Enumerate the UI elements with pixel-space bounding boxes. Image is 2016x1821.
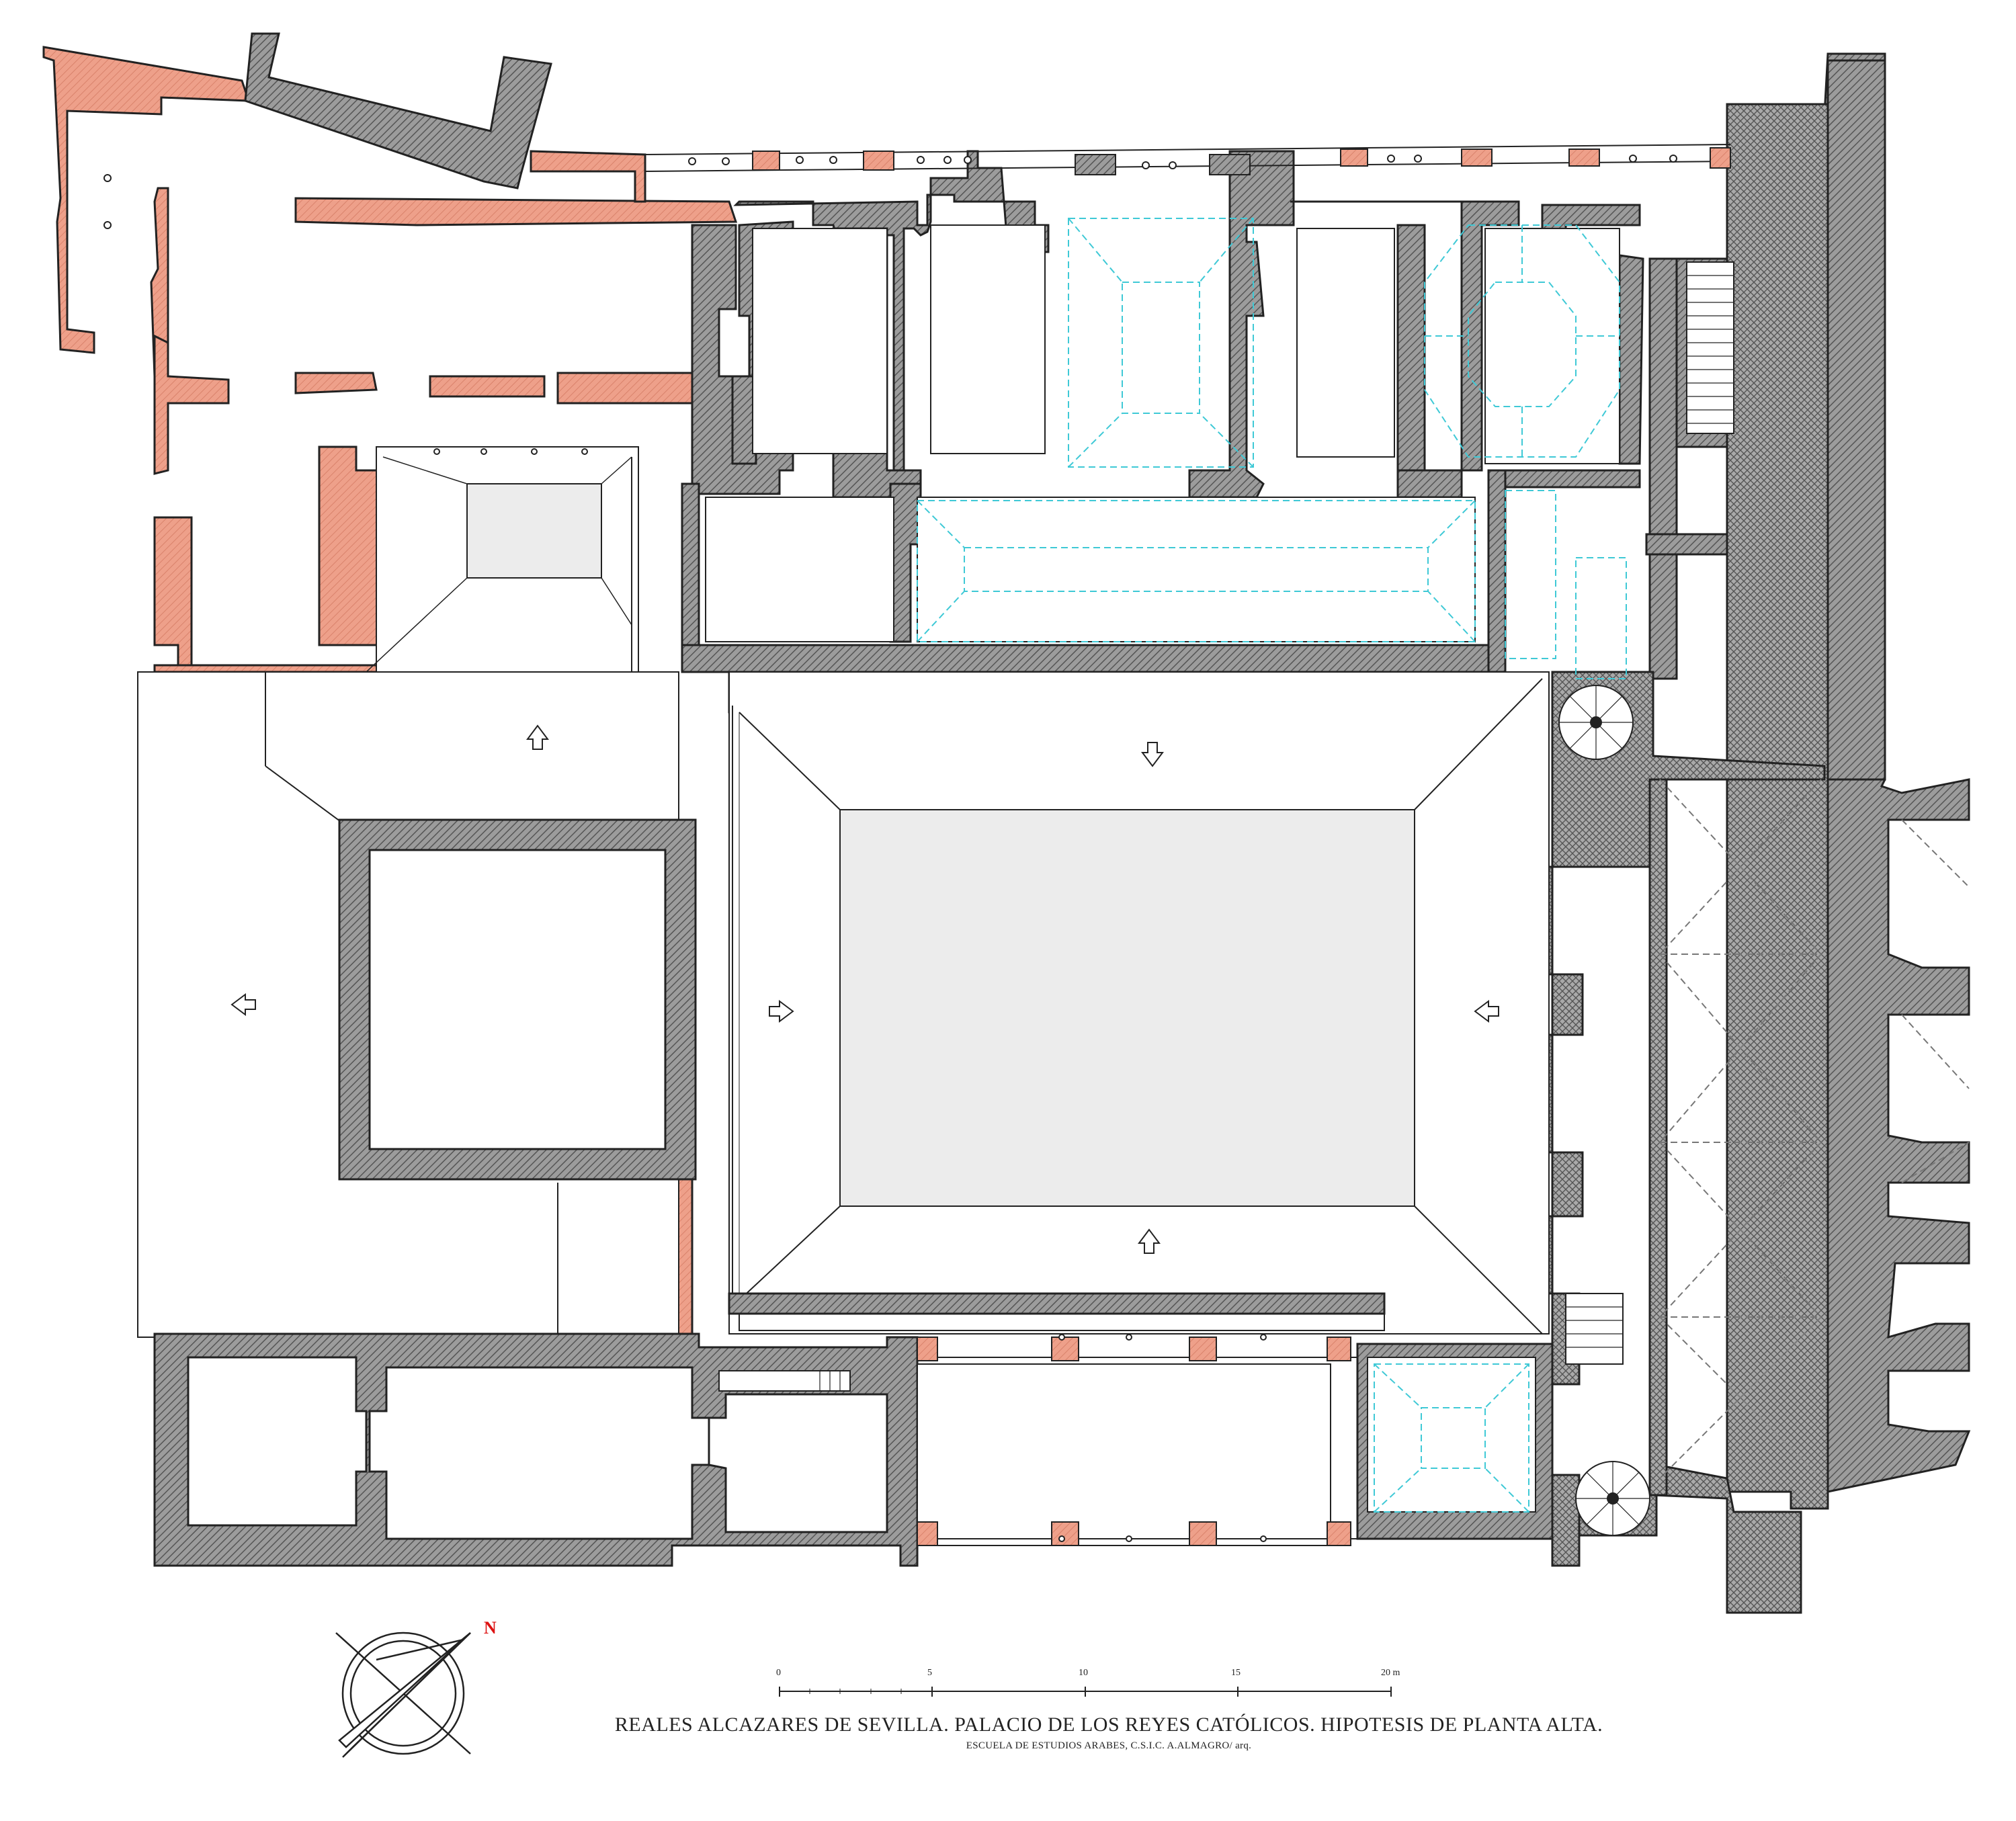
north-gallery	[644, 144, 1731, 175]
spiral-stair-south	[1575, 1461, 1650, 1536]
north-label: N	[484, 1618, 497, 1638]
scale-bar	[779, 1687, 1392, 1697]
vault-lines	[917, 218, 1627, 1513]
spiral-stair-north	[1558, 685, 1634, 760]
square-court	[338, 818, 697, 1181]
roof-arrows	[230, 724, 1499, 1254]
south-rooms	[187, 1356, 1331, 1546]
columns	[103, 155, 1677, 1542]
main-patio	[728, 671, 1550, 1335]
restored-walls	[42, 46, 738, 1335]
plan-subtitle: ESCUELA DE ESTUDIOS ARABES, C.S.I.C. A.A…	[966, 1740, 1252, 1751]
plan-title: REALES ALCAZARES DE SEVILLA. PALACIO DE …	[614, 1713, 1603, 1736]
scale-tick-10: 10	[1079, 1668, 1088, 1678]
southeast-vault-room	[1356, 1343, 1554, 1540]
east-outer-wall	[1726, 52, 1971, 1510]
scale-tick-20: 20 m	[1381, 1668, 1400, 1678]
east-vaults	[1659, 779, 1970, 1479]
scale-tick-15: 15	[1231, 1668, 1241, 1678]
title-block: REALES ALCAZARES DE SEVILLA. PALACIO DE …	[538, 1713, 1680, 1752]
north-arrow	[335, 1632, 471, 1758]
scale-tick-0: 0	[776, 1668, 781, 1678]
scale-tick-5: 5	[927, 1668, 932, 1678]
stairs	[718, 261, 1734, 1392]
south-gallery	[917, 1337, 1357, 1546]
